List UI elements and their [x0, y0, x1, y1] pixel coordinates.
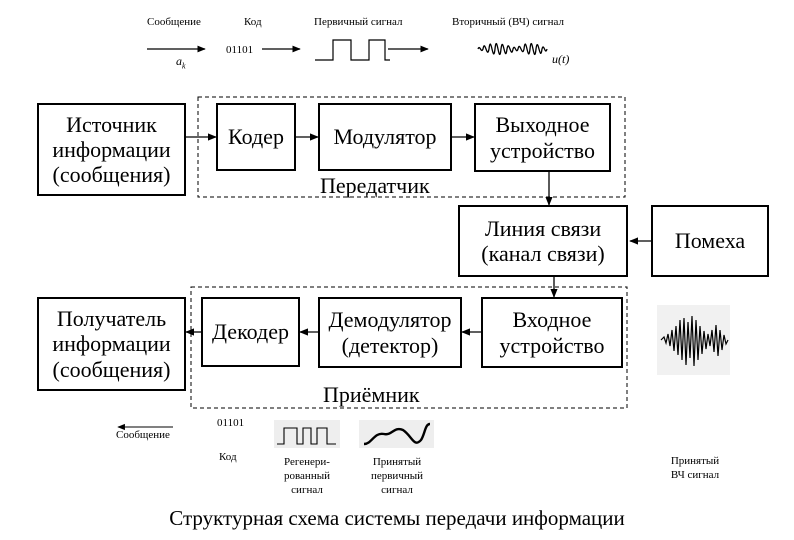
- demodulator-line-2: (детектор): [341, 332, 439, 358]
- bottom-message-label: Сообщение: [116, 429, 170, 441]
- diagram-caption: Структурная схема системы передачи инфор…: [169, 506, 625, 530]
- received-primary-line-1: Принятый: [372, 456, 422, 468]
- output-device-line-2: устройство: [489, 137, 596, 163]
- received-primary-line-3: сигнал: [381, 483, 413, 496]
- source-line-3: (сообщения): [52, 162, 171, 188]
- decoder-block: Декодер: [201, 297, 300, 367]
- receiver-input-line-1: Входное: [512, 307, 592, 333]
- decoder-label: Декодер: [212, 319, 289, 345]
- regenerated-line-1: Регенери-: [284, 456, 330, 468]
- legend-u-of-t: u(t): [552, 52, 570, 66]
- receiver-label: Приёмник: [323, 382, 420, 407]
- legend-symbol-ak: ak: [176, 54, 186, 71]
- legend-secondary-signal-label: Вторичный (ВЧ) сигнал: [452, 16, 564, 28]
- demodulator-line-1: Демодулятор: [328, 307, 452, 333]
- received-hf-line-1: Принятый: [670, 455, 720, 467]
- channel-line-1: Линия связи: [484, 215, 602, 241]
- source-line-2: информации: [52, 136, 171, 162]
- legend-code-value: 01101: [226, 44, 254, 56]
- recipient-line-3: (сообщения): [52, 356, 171, 382]
- channel-line-2: (канал связи): [481, 241, 605, 266]
- bottom-code-value: 01101: [217, 417, 245, 429]
- secondary-hf-wave: [477, 42, 548, 56]
- received-primary-wave: [363, 422, 431, 446]
- received-hf-line-2: ВЧ сигнал: [670, 468, 720, 481]
- legend-code-label: Код: [244, 16, 262, 28]
- receiver-group-frame: [190, 286, 628, 409]
- source-line-1: Источник: [66, 111, 157, 137]
- channel-block: Линия связи (канал связи): [458, 205, 628, 277]
- regenerated-signal-caption: Регенери- рованный сигнал: [268, 456, 346, 497]
- demodulator-block: Демодулятор (детектор): [318, 297, 462, 368]
- primary-signal-wave: [315, 39, 390, 61]
- received-hf-caption: Принятый ВЧ сигнал: [655, 455, 735, 483]
- modulator-label: Модулятор: [333, 124, 437, 150]
- transmitter-group-frame: [197, 96, 626, 198]
- recipient-line-1: Получатель: [56, 306, 167, 332]
- receiver-input-line-2: устройство: [499, 332, 605, 358]
- received-hf-wave: [660, 315, 729, 367]
- modulator-block: Модулятор: [318, 103, 452, 171]
- source-block: Источник информации (сообщения): [37, 103, 186, 196]
- output-device-line-1: Выходное: [495, 112, 590, 138]
- noise-label: Помеха: [674, 228, 746, 254]
- regenerated-line-3: сигнал: [291, 483, 323, 496]
- transmitter-label: Передатчик: [320, 173, 430, 198]
- output-device-block: Выходное устройство: [474, 103, 611, 172]
- recipient-line-2: информации: [52, 331, 171, 357]
- legend-primary-signal-label: Первичный сигнал: [314, 16, 403, 28]
- regenerated-line-2: рованный: [284, 469, 330, 482]
- receiver-input-block: Входное устройство: [481, 297, 623, 368]
- bottom-code-label: Код: [219, 451, 237, 463]
- received-primary-panel: [359, 420, 434, 448]
- coder-label: Кодер: [228, 124, 284, 150]
- legend-message-label: Сообщение: [147, 16, 201, 28]
- recipient-block: Получатель информации (сообщения): [37, 297, 186, 391]
- regenerated-signal-panel: [274, 420, 340, 448]
- received-primary-line-2: первичный: [370, 469, 424, 482]
- regenerated-signal-wave: [277, 427, 336, 445]
- coder-block: Кодер: [216, 103, 296, 171]
- noise-block: Помеха: [651, 205, 769, 277]
- received-primary-caption: Принятый первичный сигнал: [356, 456, 438, 497]
